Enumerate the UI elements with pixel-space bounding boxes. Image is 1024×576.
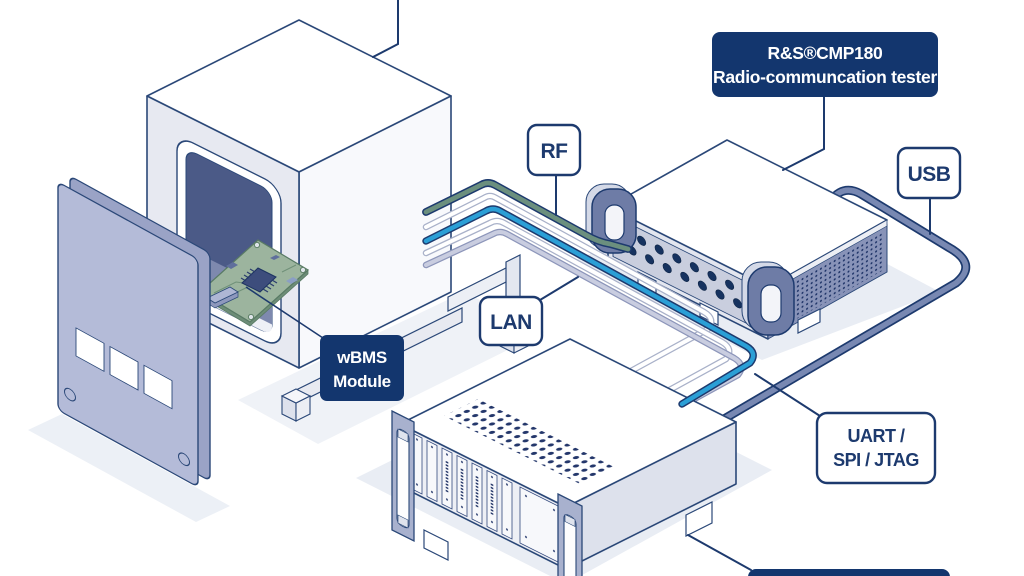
rf-label-text: RF <box>541 140 569 163</box>
tester-left-handle <box>585 183 637 254</box>
door-window <box>75 327 105 372</box>
wbms-module-label <box>320 335 404 401</box>
cmp180-label <box>712 32 938 97</box>
lan-cable <box>422 205 757 408</box>
rack-handle <box>563 514 577 576</box>
pcb-component <box>286 277 298 284</box>
rf-label <box>526 123 582 177</box>
chamber-door-panel <box>57 177 211 486</box>
tester-rf-ports <box>619 226 760 318</box>
pcb-component <box>270 255 280 260</box>
lan-label <box>478 295 544 347</box>
door-window <box>143 364 173 410</box>
pcb-trace <box>281 264 297 273</box>
cmp180-label-line2: Radio-communcation tester <box>713 67 937 87</box>
usb-label-text: USB <box>908 163 951 186</box>
lan-label-text: LAN <box>490 311 532 334</box>
pcb-component <box>226 262 238 269</box>
door-front-face <box>57 183 199 486</box>
uart-leader-line <box>754 373 821 417</box>
door-window <box>109 345 139 391</box>
uart-label-line2: SPI / JTAG <box>833 450 919 470</box>
dut-rack <box>391 338 737 576</box>
pcb-trace <box>213 281 245 294</box>
bottom-leader-line <box>687 534 752 571</box>
rack-right-ear <box>557 492 583 576</box>
base-foot-left <box>280 388 312 422</box>
usb-label <box>896 146 962 200</box>
pcb-chip <box>241 267 277 293</box>
wbms-label-line2: Module <box>333 372 391 391</box>
bottom-label-partial <box>748 569 950 576</box>
wbms-label-line1: wBMS <box>336 348 387 367</box>
slot-connectors <box>445 460 494 517</box>
rack-card-slots <box>411 432 561 564</box>
lan-leader-line <box>539 276 579 301</box>
door-shadow <box>28 414 230 522</box>
slot-screws <box>415 438 556 553</box>
uart-label-line1: UART / <box>848 426 905 446</box>
wbms-pcb <box>198 239 310 327</box>
cmp180-leader-line <box>782 96 825 171</box>
wbms-leader-line <box>245 286 324 339</box>
uart-label <box>815 411 937 485</box>
pcb-chip-pins <box>240 268 278 293</box>
tester-vent-grid <box>771 230 884 334</box>
door-screw-hole <box>178 452 190 467</box>
pcb-connector <box>206 286 239 304</box>
chamber-top-leader-line <box>372 0 399 58</box>
tester-front-panel <box>612 214 764 333</box>
rack-vent-holes <box>444 399 614 484</box>
rf-cable <box>422 179 632 253</box>
tester-right-face <box>767 219 888 340</box>
cmp180-tester <box>585 139 888 340</box>
rack-feet <box>423 501 713 561</box>
door-screw-hole <box>64 387 76 402</box>
rack-top-face <box>399 338 737 508</box>
rack-handle <box>396 428 410 529</box>
cmp180-label-line1: R&S®CMP180 <box>768 43 883 63</box>
tester-right-handle <box>741 261 795 336</box>
rack-left-ear <box>391 409 415 543</box>
